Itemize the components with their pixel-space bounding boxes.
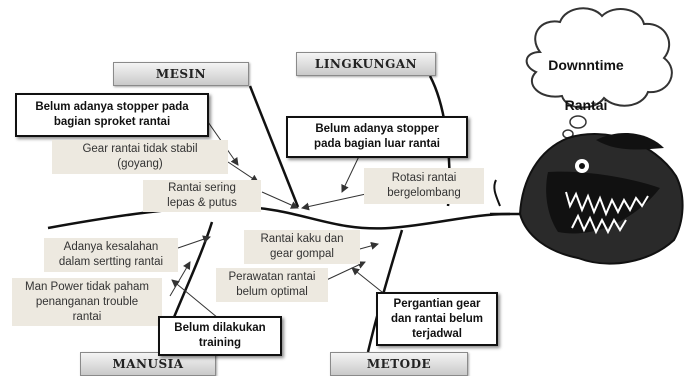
cause-mesin-rantai-lepas: Rantai sering lepas & putus (143, 180, 261, 212)
category-lingkungan: LINGKUNGAN (296, 52, 436, 76)
category-metode: METODE (330, 352, 468, 376)
arrow-mesin-lepas (261, 191, 299, 209)
bone-mesin (248, 85, 300, 208)
cause-manusia-man-power: Man Power tidak paham penanganan trouble… (12, 278, 162, 326)
problem-label: Downntime Rantai (530, 35, 642, 115)
problem-line-2: Rantai (564, 97, 608, 113)
cause-mesin-stopper-sproket: Belum adanya stopper pada bagian sproket… (15, 93, 209, 137)
cause-lingkungan-rotasi: Rotasi rantai bergelombang (364, 168, 484, 204)
arrow-manusia-manpower (169, 261, 191, 297)
fish-spine (47, 205, 511, 230)
cause-mesin-gear-tidak-stabil: Gear rantai tidak stabil (goyang) (52, 140, 228, 174)
cause-manusia-kesalahan-setting: Adanya kesalahan dalam sertting rantai (44, 238, 178, 272)
arrow-mesin-gear (227, 161, 259, 183)
arrow-lingkungan-rotasi (301, 191, 376, 211)
cause-lingkungan-stopper-luar: Belum adanya stopper pada bagian luar ra… (286, 116, 468, 158)
problem-line-1: Downntime (548, 57, 624, 73)
bone-metode (366, 229, 404, 353)
cause-manusia-training: Belum dilakukan training (158, 316, 282, 356)
arrow-manusia-kesalahan (177, 235, 211, 249)
arrow-manusia-box (171, 279, 219, 319)
category-manusia: MANUSIA (80, 352, 216, 376)
category-mesin: MESIN (113, 62, 249, 86)
cause-metode-rantai-kaku: Rantai kaku dan gear gompal (244, 230, 360, 264)
fish-head-icon (490, 133, 684, 265)
cause-metode-pergantian: Pergantian gear dan rantai belum terjadw… (376, 292, 498, 346)
cause-metode-perawatan: Perawatan rantai belum optimal (216, 268, 328, 302)
